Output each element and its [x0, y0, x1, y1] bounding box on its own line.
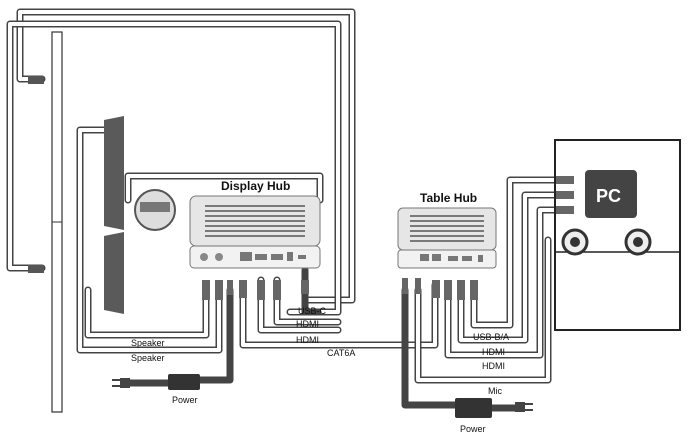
power-adapter-icon	[168, 374, 492, 418]
label-speaker-2: Speaker	[131, 353, 165, 363]
label-hdmi-display-1: HDMI	[296, 319, 319, 329]
label-power-display: Power	[172, 395, 198, 405]
table-hub-icon	[397, 207, 497, 269]
display-hub-title: Display Hub	[221, 179, 290, 193]
pc-icon	[554, 139, 681, 331]
label-speaker-1: Speaker	[131, 338, 165, 348]
plug-icon	[112, 378, 533, 412]
display-hub-connectors	[202, 280, 309, 300]
label-usb-c: USB-C	[298, 306, 327, 316]
pc-label: PC	[596, 186, 621, 206]
label-usb-ba: USB-B/A	[473, 332, 509, 342]
monitor-icon	[28, 31, 63, 413]
table-hub-title: Table Hub	[420, 191, 477, 205]
label-hdmi-table-2: HDMI	[482, 361, 505, 371]
display-hub-icon	[189, 195, 321, 269]
zoom-detail	[124, 172, 324, 231]
label-mic: Mic	[488, 386, 502, 396]
label-hdmi-table-1: HDMI	[482, 347, 505, 357]
label-hdmi-display-2: HDMI	[296, 335, 319, 345]
table-hub-connectors	[402, 278, 478, 300]
label-cat6a: CAT6A	[327, 348, 355, 358]
label-power-table: Power	[460, 424, 486, 434]
speaker-icon	[104, 116, 124, 314]
